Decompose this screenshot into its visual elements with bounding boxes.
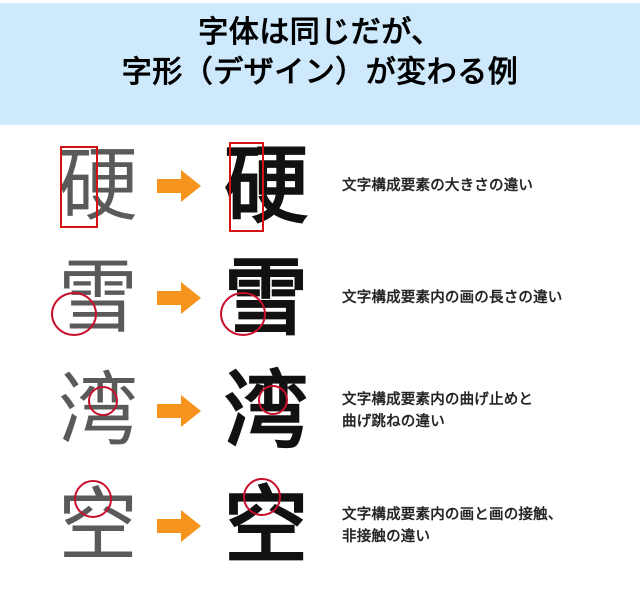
- examples-list: 硬 硬 文字構成要素の大きさの違い 雪 雪 文字構成要素内の画の長さの: [0, 128, 640, 592]
- glyph-after: 空: [216, 476, 316, 576]
- transform-arrow: [148, 476, 210, 576]
- example-row: 空 空 文字構成要素内の画と画の接触、 非接触の違い: [0, 468, 640, 584]
- transform-arrow: [148, 136, 210, 236]
- row-caption: 文字構成要素内の画の長さの違い: [342, 290, 563, 306]
- kanji-before: 硬: [58, 139, 138, 232]
- glyph-after: 湾: [216, 361, 316, 461]
- kanji-after: 空: [223, 476, 308, 575]
- kanji-before: 空: [58, 479, 138, 572]
- kanji-before: 雪: [58, 251, 138, 344]
- page-title-line-2: 字形（デザイン）が変わる例: [121, 55, 519, 90]
- transform-arrow: [148, 248, 210, 348]
- kanji-after: 硬: [223, 136, 308, 235]
- glyph-before: 湾: [48, 361, 148, 461]
- row-caption: 文字構成要素内の画と画の接触、 非接触の違い: [342, 507, 563, 545]
- glyph-after: 硬: [216, 136, 316, 236]
- example-row: 雪 雪 文字構成要素内の画の長さの違い: [0, 240, 640, 356]
- example-row: 硬 硬 文字構成要素の大きさの違い: [0, 128, 640, 244]
- glyph-before: 空: [48, 476, 148, 576]
- glyph-before: 雪: [48, 248, 148, 348]
- transform-arrow: [148, 361, 210, 461]
- row-caption: 文字構成要素の大きさの違い: [342, 178, 534, 194]
- glyph-after: 雪: [216, 248, 316, 348]
- glyph-before: 硬: [48, 136, 148, 236]
- header-band: 字体は同じだが、 字形（デザイン）が変わる例: [0, 3, 640, 125]
- page-title-line-1: 字体は同じだが、: [198, 15, 442, 50]
- example-row: 湾 湾 文字構成要素内の曲げ止めと 曲げ跳ねの違い: [0, 353, 640, 469]
- kanji-after: 雪: [223, 248, 308, 347]
- kanji-after: 湾: [223, 361, 308, 460]
- row-caption: 文字構成要素内の曲げ止めと 曲げ跳ねの違い: [342, 392, 534, 430]
- kanji-before: 湾: [58, 364, 138, 457]
